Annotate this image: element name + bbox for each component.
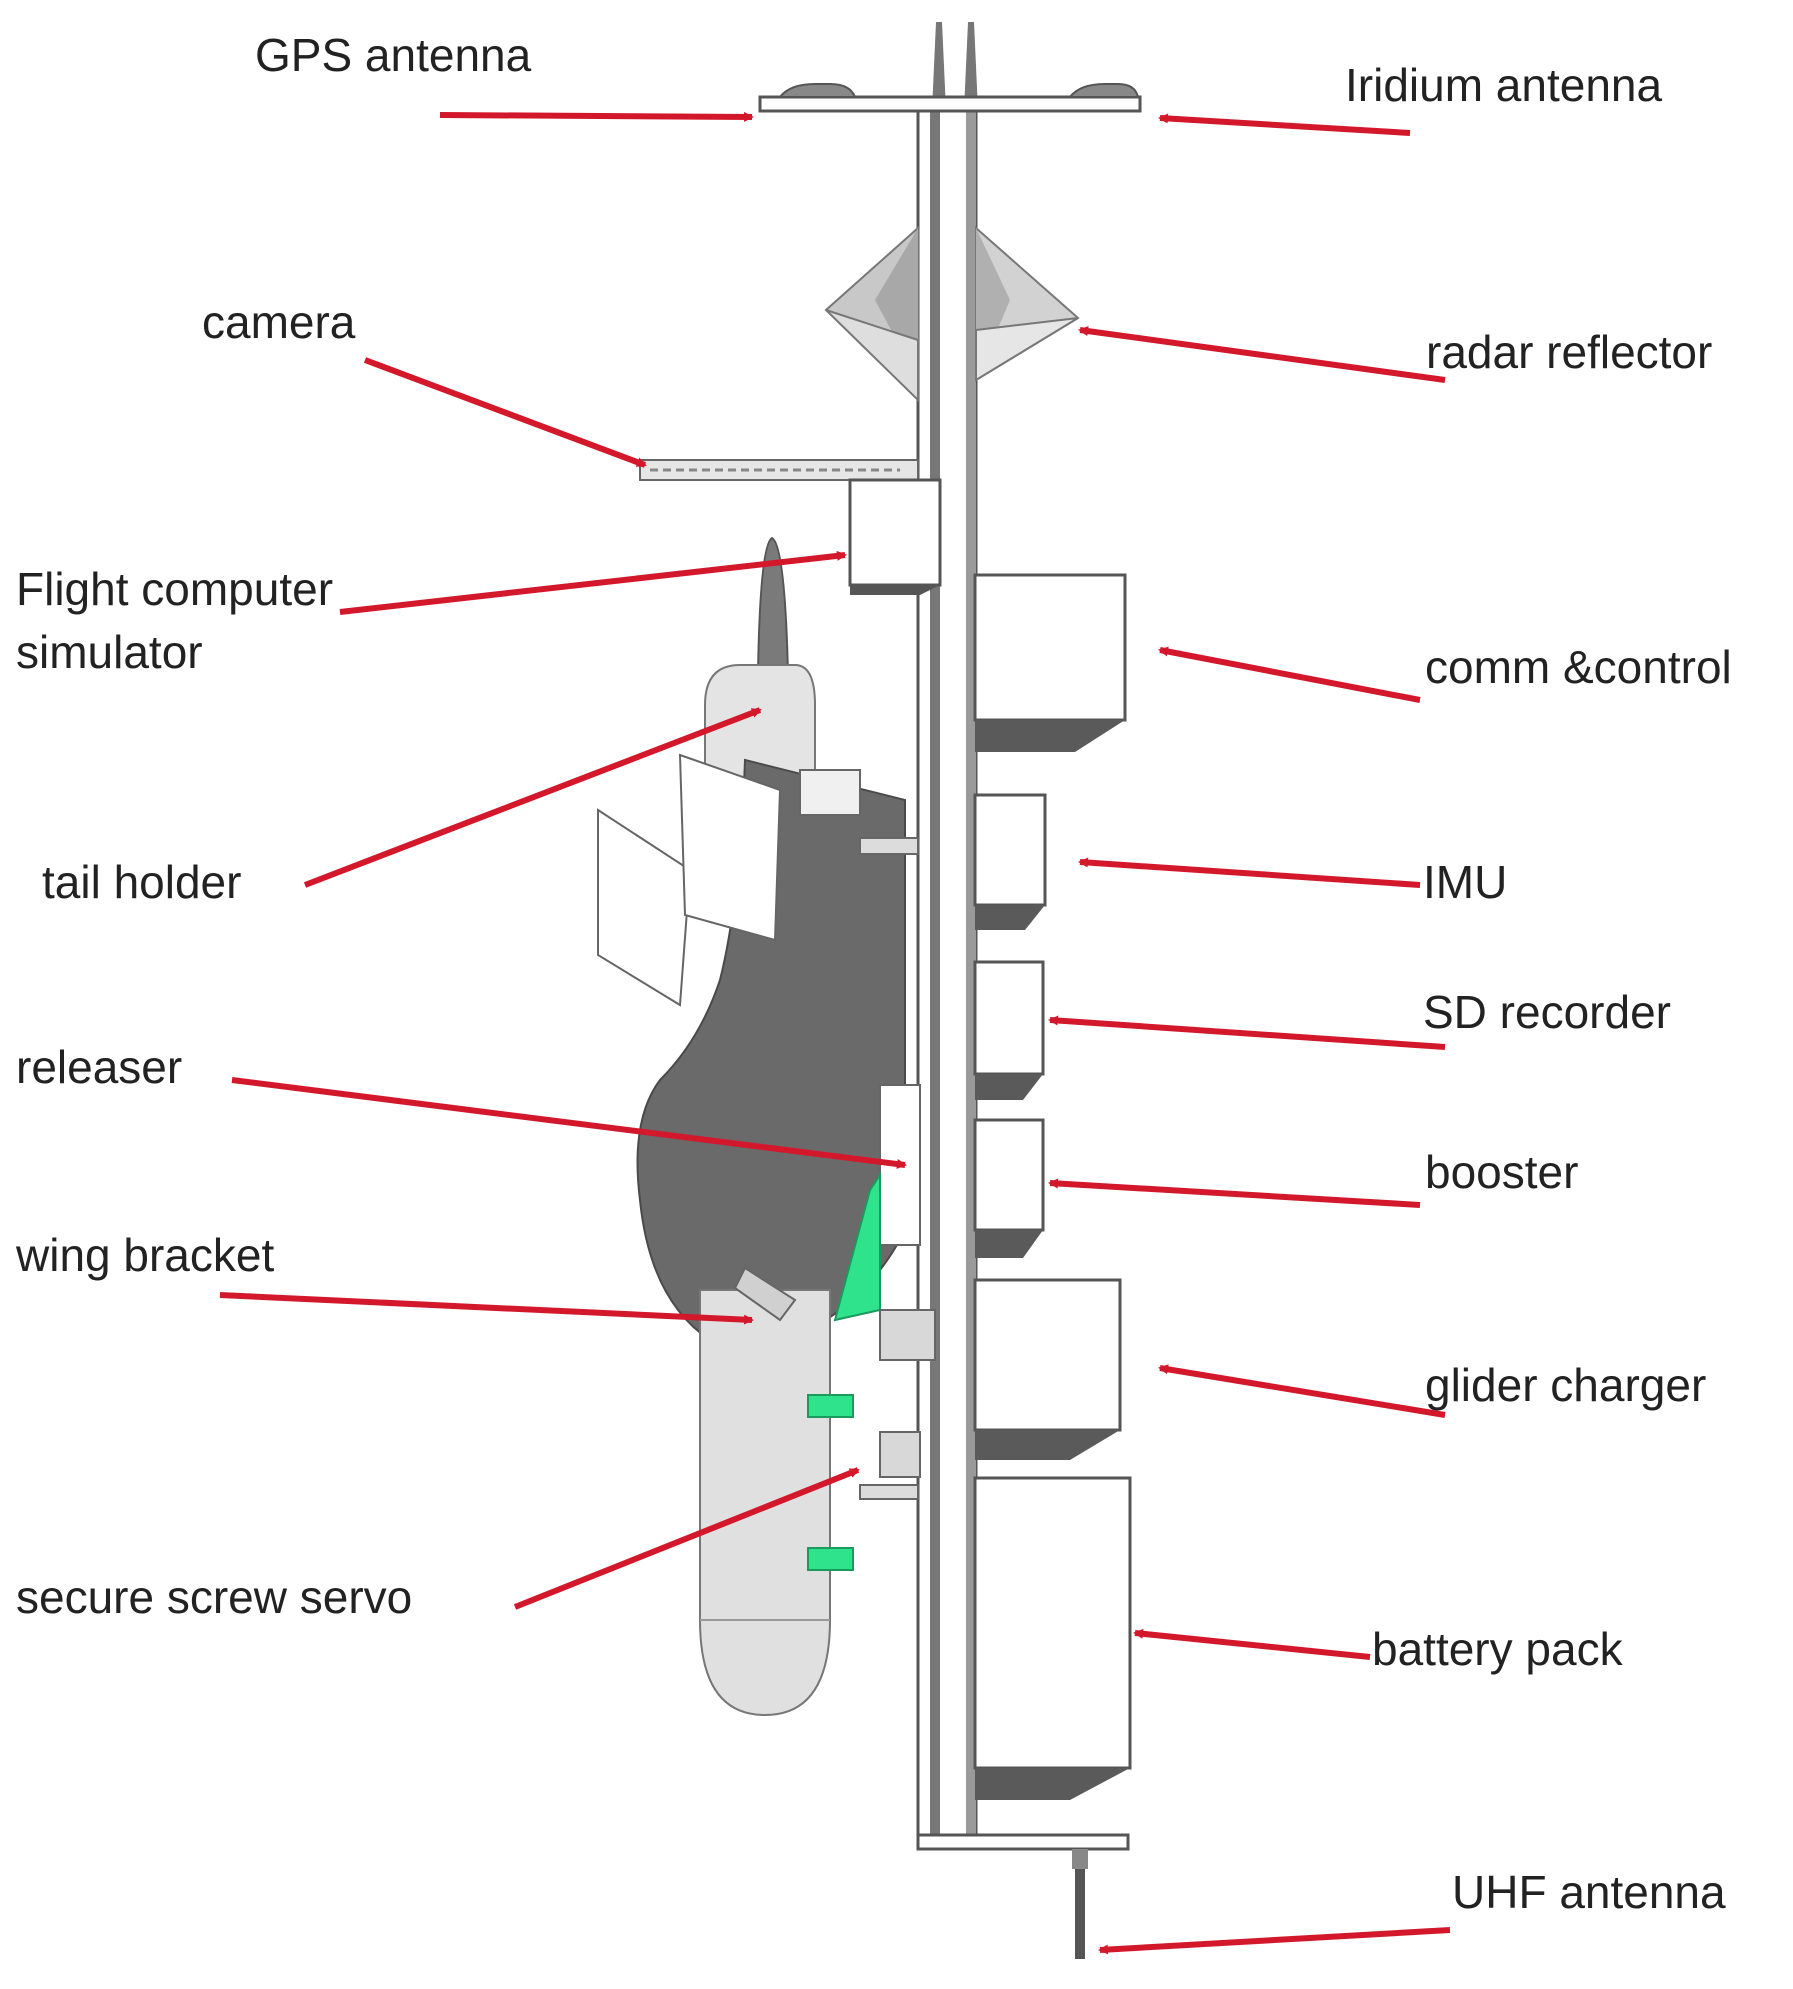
radar-reflector-shape xyxy=(824,225,1080,403)
arrow-radar-reflector xyxy=(1078,326,1446,383)
camera-shape xyxy=(639,459,919,481)
arrow-camera xyxy=(363,357,647,468)
label-imu: IMU xyxy=(1423,856,1508,908)
label-gps-antenna: GPS antenna xyxy=(255,29,532,81)
label-wing-bracket: wing bracket xyxy=(16,1229,275,1281)
arrows xyxy=(219,111,1451,1955)
arrow-uhf-antenna xyxy=(1098,1927,1451,1955)
label-secure-screw-servo: secure screw servo xyxy=(16,1571,413,1623)
mast xyxy=(916,22,978,1847)
label-tail-holder: tail holder xyxy=(42,856,242,908)
flight-computer-box xyxy=(848,478,942,595)
label-flight-computer-line2: simulator xyxy=(16,626,203,678)
label-booster: booster xyxy=(1425,1146,1579,1198)
glider-shape xyxy=(597,536,936,1717)
iridium-antenna-shape xyxy=(1067,83,1140,98)
label-comm-control: comm &control xyxy=(1425,641,1732,693)
arrow-battery-pack xyxy=(1133,1628,1371,1660)
label-flight-computer-line1: Flight computer xyxy=(16,563,334,615)
arrow-booster xyxy=(1048,1178,1421,1208)
label-glider-charger: glider charger xyxy=(1425,1359,1707,1411)
label-releaser: releaser xyxy=(16,1041,183,1093)
battery-pack-box xyxy=(973,1476,1132,1800)
label-uhf-antenna: UHF antenna xyxy=(1452,1866,1726,1918)
arrow-tail-holder xyxy=(303,707,762,888)
arrow-imu xyxy=(1078,857,1421,888)
bottom-bar xyxy=(916,1833,1130,1959)
arrow-glider-charger xyxy=(1158,1364,1446,1418)
arrow-releaser xyxy=(231,1077,907,1169)
label-camera: camera xyxy=(202,296,356,348)
arrow-iridium-antenna xyxy=(1158,113,1411,136)
uhf-antenna-shape xyxy=(1075,1849,1085,1959)
gps-antenna-shape xyxy=(777,83,857,98)
glider-charger-box xyxy=(973,1278,1122,1460)
arrow-flight-computer xyxy=(339,550,847,615)
sd-recorder-box xyxy=(973,960,1045,1100)
booster-box xyxy=(973,1118,1045,1258)
arrow-sd-recorder xyxy=(1048,1015,1446,1050)
arrow-secure-screw-servo xyxy=(513,1467,860,1610)
arrow-comm-control xyxy=(1158,646,1421,703)
label-battery-pack: battery pack xyxy=(1372,1623,1623,1675)
imu-box xyxy=(973,793,1047,930)
comm-control-box xyxy=(973,573,1127,752)
arrow-gps-antenna xyxy=(439,111,754,122)
arrow-wing-bracket xyxy=(219,1292,754,1325)
top-crossbar xyxy=(758,83,1142,113)
label-radar-reflector: radar reflector xyxy=(1426,326,1713,378)
label-iridium-antenna: Iridium antenna xyxy=(1345,59,1663,111)
label-sd-recorder: SD recorder xyxy=(1423,986,1671,1038)
